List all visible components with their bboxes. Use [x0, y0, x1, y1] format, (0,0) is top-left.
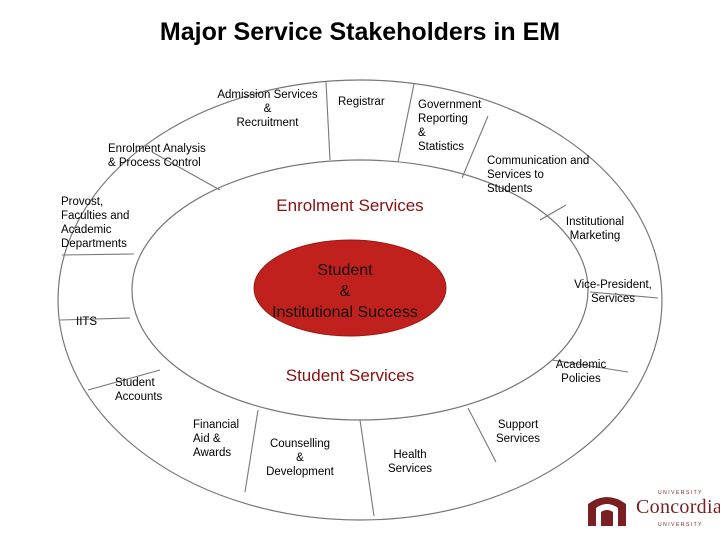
- segment-government: Government Reporting & Statistics: [418, 99, 482, 153]
- center-label: Student & Institutional Success: [240, 260, 450, 323]
- segment-iits: IITS: [76, 316, 98, 328]
- segment-student-accounts: Student Accounts: [115, 377, 163, 403]
- center-circle: [253, 239, 447, 337]
- segment-communication: Communication and Services to Students: [487, 155, 590, 195]
- logo-wordmark: Concordia: [636, 496, 720, 518]
- concordia-logo: UNIVERSITY Concordia UNIVERSITY: [584, 486, 720, 530]
- ring-dividers: [59, 81, 659, 517]
- student-services-label: Student Services: [285, 366, 415, 385]
- center-line-2: &: [339, 283, 351, 300]
- segment-vice-president: Vice-President, Services: [574, 279, 652, 305]
- segment-counselling: Counselling & Development: [266, 438, 334, 478]
- segment-health-services: Health Services: [387, 449, 433, 475]
- logo-top-text: UNIVERSITY: [658, 490, 704, 496]
- segment-admission: Admission Services & Recruitment: [217, 89, 318, 129]
- segment-registrar: Registrar: [338, 96, 385, 108]
- outer-ring: [57, 79, 663, 521]
- segment-institutional-marketing: Institutional Marketing: [565, 216, 625, 242]
- segment-academic-policies: Academic Policies: [555, 359, 607, 385]
- segment-support-services: Support Services: [495, 419, 541, 445]
- segment-provost: Provost, Faculties and Academic Departme…: [61, 196, 130, 250]
- segment-enrolment-analysis: Enrolment Analysis & Process Control: [108, 143, 206, 169]
- concordia-emblem-icon: [588, 497, 626, 526]
- logo-bottom-text: UNIVERSITY: [658, 522, 704, 528]
- enrolment-services-label: Enrolment Services: [276, 196, 424, 215]
- segment-financial-aid: Financial Aid & Awards: [193, 419, 240, 459]
- center-line-1: Student: [317, 262, 373, 279]
- page-title: Major Service Stakeholders in EM: [159, 18, 561, 46]
- center-line-3: Institutional Success: [272, 304, 418, 321]
